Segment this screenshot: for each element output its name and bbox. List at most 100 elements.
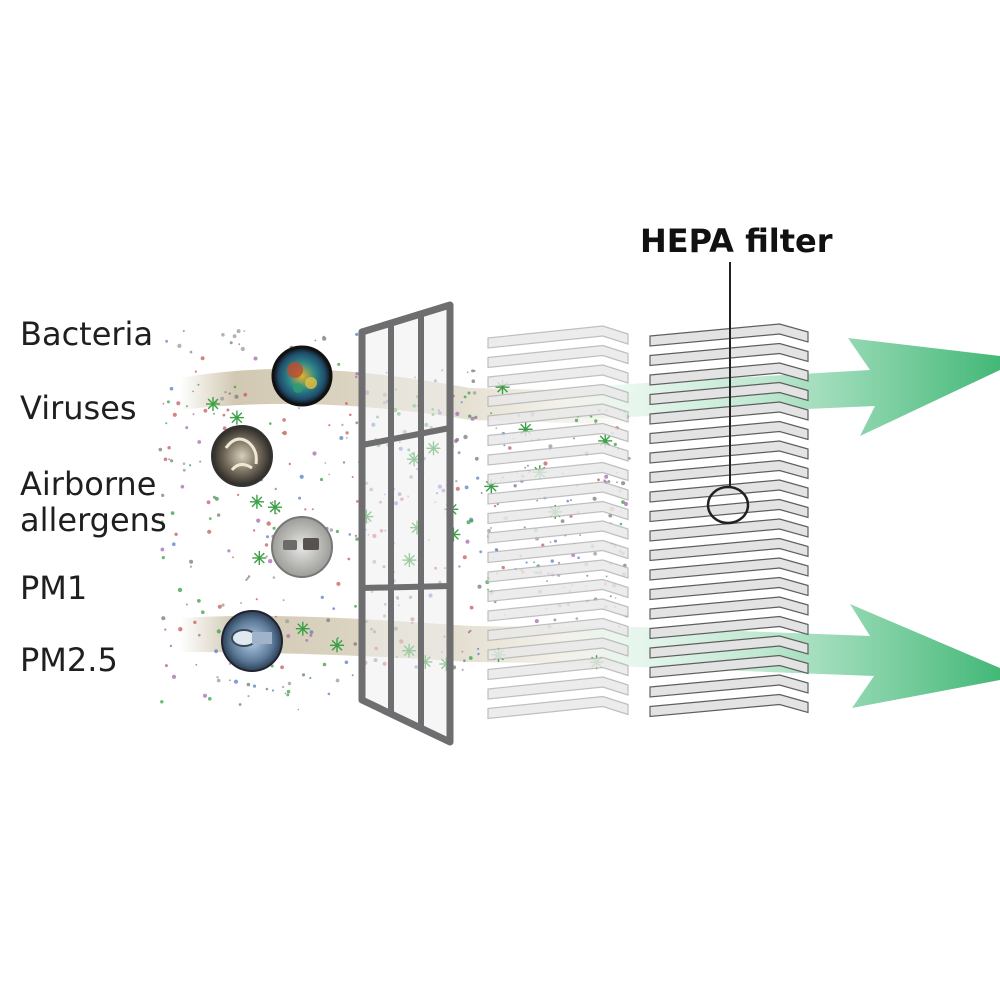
particle xyxy=(549,541,552,543)
particle xyxy=(207,529,212,534)
particle xyxy=(569,499,572,502)
particle xyxy=(560,519,565,523)
particle xyxy=(345,402,348,405)
particle xyxy=(252,684,257,688)
particle xyxy=(461,650,464,653)
particle xyxy=(185,405,188,408)
particle xyxy=(586,574,589,577)
particle xyxy=(160,700,164,704)
filter-pleat xyxy=(487,559,629,583)
particle xyxy=(270,664,274,668)
particle xyxy=(465,539,470,544)
particle xyxy=(301,673,306,677)
particle xyxy=(275,615,277,618)
particle xyxy=(305,639,309,642)
particle xyxy=(525,561,528,564)
particle xyxy=(463,659,466,662)
particle xyxy=(574,418,579,423)
particle xyxy=(614,597,617,599)
filter-pleat xyxy=(487,637,629,661)
filter-pleat xyxy=(487,481,629,505)
particle xyxy=(266,535,269,539)
virus-particle xyxy=(268,500,282,515)
particle xyxy=(616,481,618,484)
label-airborne: Airborne xyxy=(20,465,157,503)
particle xyxy=(494,548,498,552)
particle xyxy=(288,462,291,466)
particle xyxy=(200,356,205,361)
hepa-pointer-circle xyxy=(706,485,750,525)
particle xyxy=(623,501,629,507)
particle xyxy=(603,479,606,482)
particle xyxy=(233,679,239,684)
particle xyxy=(227,549,231,553)
particle xyxy=(256,518,261,523)
particle xyxy=(355,375,358,379)
particle xyxy=(172,412,177,417)
particle xyxy=(214,496,219,501)
virus-particle xyxy=(249,494,264,509)
particle xyxy=(621,481,626,486)
particle xyxy=(355,537,359,541)
particle xyxy=(169,386,174,391)
filter-pleat xyxy=(487,539,629,564)
virus-particle xyxy=(252,551,267,565)
particle xyxy=(161,520,164,523)
particle xyxy=(573,437,575,440)
particle xyxy=(255,598,258,601)
particle xyxy=(282,686,285,688)
particle xyxy=(594,419,598,423)
particle xyxy=(193,620,197,624)
particle xyxy=(476,476,480,480)
label-allergens: allergens xyxy=(20,501,167,539)
particle xyxy=(214,649,219,654)
particle xyxy=(490,527,492,529)
particle xyxy=(221,333,225,337)
particle xyxy=(534,619,539,624)
filter-pleat xyxy=(487,695,629,720)
particle xyxy=(165,422,168,425)
particle xyxy=(455,486,460,491)
particle xyxy=(324,462,327,464)
exhaust-pipe-icon xyxy=(221,610,283,672)
particle xyxy=(523,526,526,529)
particle xyxy=(177,343,182,348)
particle xyxy=(282,430,287,436)
particle xyxy=(178,627,183,632)
particle xyxy=(232,334,237,339)
particle xyxy=(341,423,344,427)
particle xyxy=(349,413,352,417)
particle xyxy=(322,662,327,667)
particle xyxy=(161,556,165,560)
particle xyxy=(216,678,221,683)
particle xyxy=(182,462,186,466)
particle xyxy=(229,679,231,682)
filter-pleat xyxy=(649,518,809,542)
filter-pleat xyxy=(487,500,629,525)
particle xyxy=(477,647,480,650)
virus-particle xyxy=(330,638,344,653)
filter-pleat xyxy=(487,520,629,544)
pollen-allergen-icon xyxy=(211,425,273,487)
particle xyxy=(621,500,625,504)
particle xyxy=(171,674,177,680)
particle xyxy=(182,330,185,332)
filter-pleat xyxy=(649,596,809,620)
particle xyxy=(495,427,498,430)
particle xyxy=(195,663,198,666)
filter-pleat xyxy=(649,557,809,581)
particle xyxy=(265,687,269,691)
particle xyxy=(206,500,211,505)
particle xyxy=(477,584,482,589)
particle xyxy=(217,604,222,609)
particle xyxy=(605,575,608,578)
particle xyxy=(471,379,476,384)
particle xyxy=(228,662,231,665)
particle xyxy=(165,339,169,343)
particle xyxy=(487,528,491,533)
particle xyxy=(355,332,359,336)
particle xyxy=(347,557,351,561)
particle xyxy=(466,371,469,374)
particle xyxy=(298,407,300,409)
particle xyxy=(189,464,192,467)
